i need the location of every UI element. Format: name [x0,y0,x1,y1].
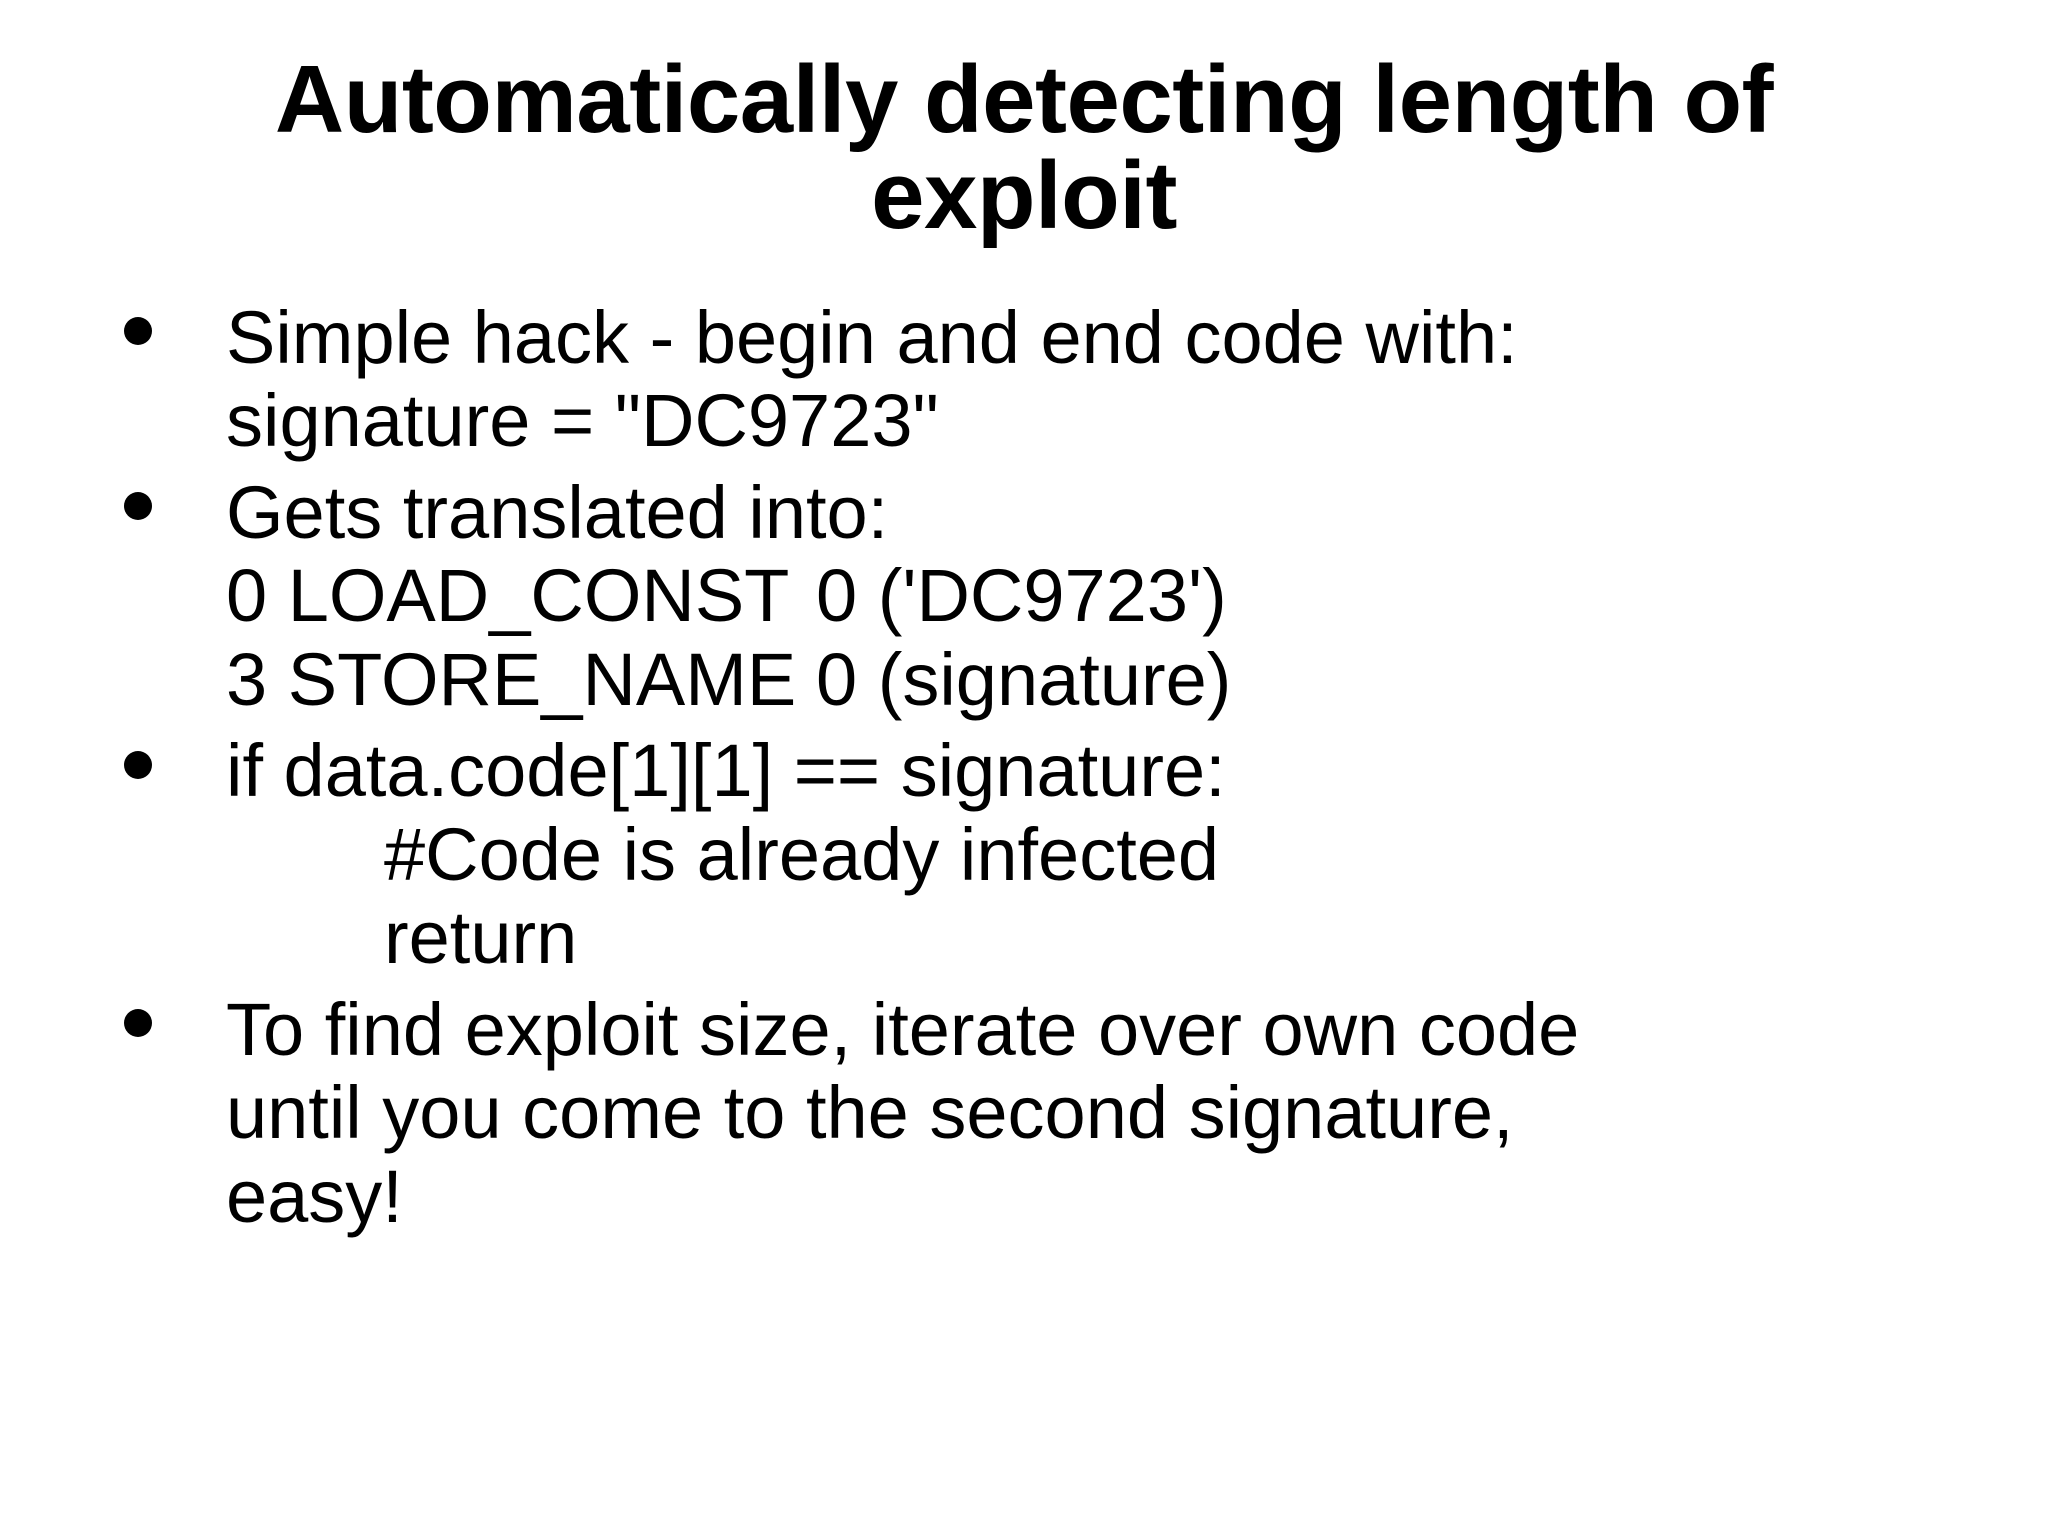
slide-title-line-2: exploit [871,142,1177,249]
bytecode-arg: 0 (signature) [816,637,1232,721]
bytecode-arg: 0 ('DC9723') [816,554,1227,638]
bullet-line: signature = "DC9723" [226,379,939,463]
slide-title: Automatically detecting length of exploi… [128,52,1920,244]
code-return-line: return [384,896,578,980]
bullet-line: easy! [226,1154,403,1238]
bullet-line: Simple hack - begin and end code with: [226,296,1518,379]
slide-title-line-1: Automatically detecting length of [274,46,1774,153]
code-comment-line: #Code is already infected [384,812,1220,896]
bullet-item: Simple hack - begin and end code with: s… [96,296,1976,463]
bullet-item: if data.code[1][1] == signature: #Code i… [96,729,1976,979]
bytecode-op: 3 STORE_NAME [226,637,797,721]
bullet-item: To find exploit size, iterate over own c… [96,988,1976,1238]
bullet-dot-icon [124,296,176,370]
slide-body: Simple hack - begin and end code with: s… [96,296,1976,1246]
bullet-dot-icon [124,729,176,803]
bytecode-line: 0 LOAD_CONST 0 ('DC9723') [226,554,1976,637]
bytecode-op: 0 LOAD_CONST [226,554,790,638]
bullet-dot-icon [124,988,176,1062]
bullet-line: if data.code[1][1] == signature: [226,729,1226,813]
bullet-dot-icon [124,471,176,545]
bullet-line: To find exploit size, iterate over own c… [226,987,1580,1071]
bullet-line: Gets translated into: [226,470,889,554]
bullet-item: Gets translated into: 0 LOAD_CONST 0 ('DC… [96,471,1976,721]
bullet-line: until you come to the second signature, [226,1071,1514,1155]
